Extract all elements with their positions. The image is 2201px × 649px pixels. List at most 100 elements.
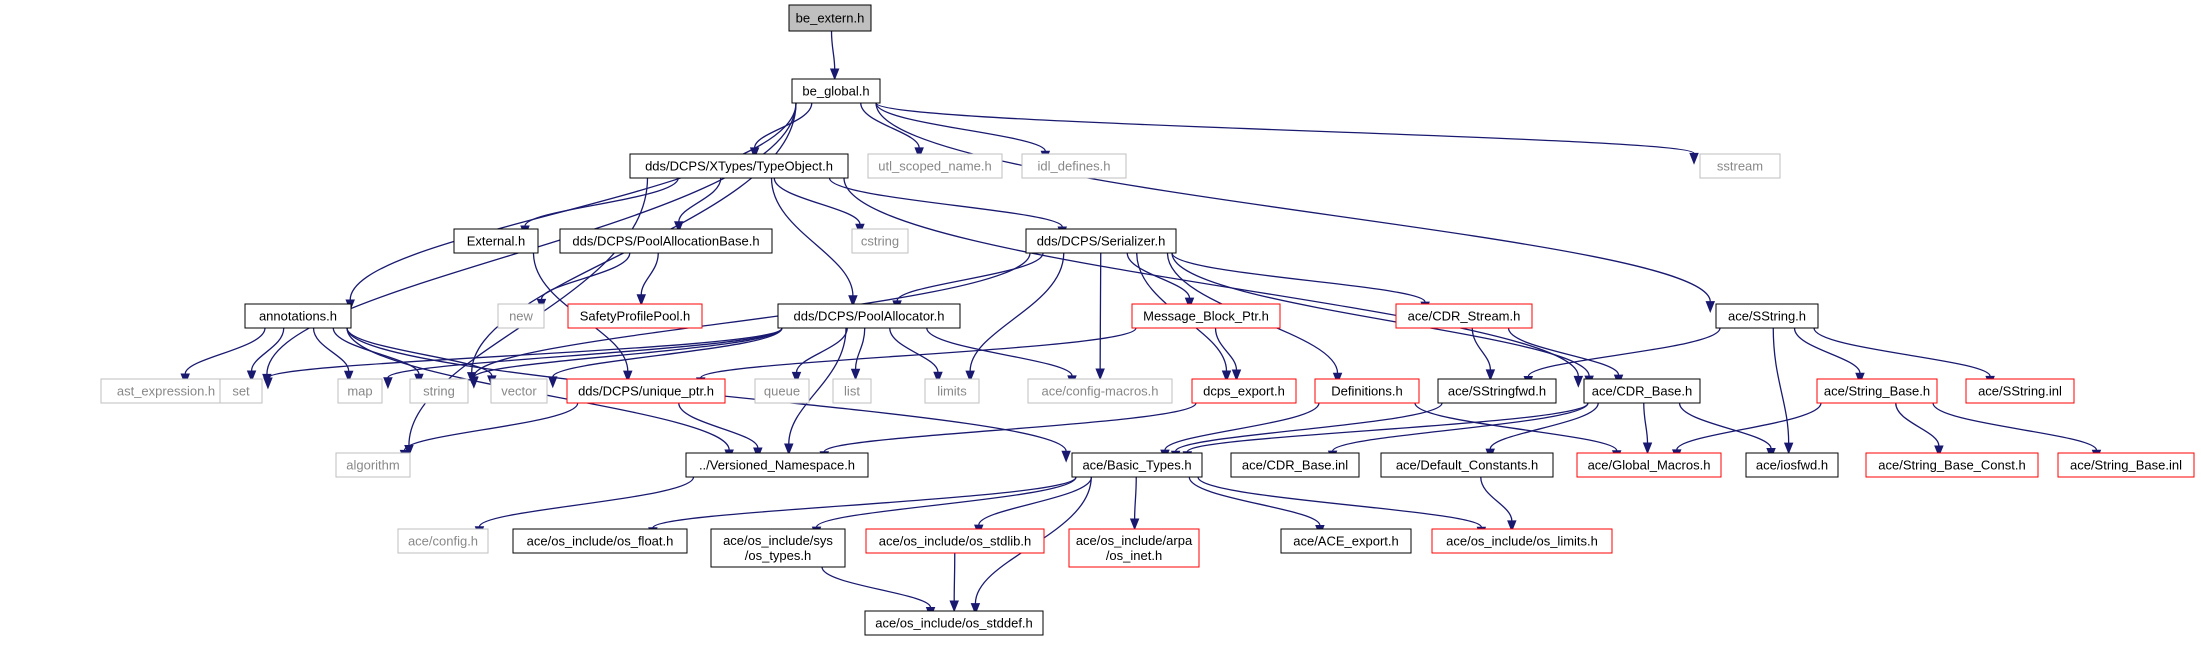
node-label: be_global.h — [802, 84, 869, 99]
edge-poolallocator-to-queue — [791, 327, 848, 384]
edge-cdrbase-to-iosfwd — [1678, 402, 1776, 460]
node-poolallocbase[interactable]: dds/DCPS/PoolAllocationBase.h — [559, 228, 773, 254]
node-label: ../Versioned_Namespace.h — [699, 458, 855, 473]
node-box — [629, 153, 849, 179]
node-sbconst[interactable]: ace/String_Base_Const.h — [1865, 452, 2039, 478]
edge-ostypes-to-osstddef — [821, 566, 936, 619]
edge-serializer-to-configmacros — [1095, 252, 1105, 381]
edge-poolallocator-to-map — [383, 327, 783, 390]
node-new: new — [497, 303, 545, 329]
edge-poolallocator-to-configmacros — [926, 327, 1077, 388]
node-queue: queue — [754, 378, 810, 404]
arrowhead — [949, 600, 959, 613]
node-configmacros: ace/config-macros.h — [1027, 378, 1173, 404]
node-label: ace/os_include/os_float.h — [527, 534, 674, 549]
edge-basictypes-to-osstdlib — [974, 476, 1093, 537]
nodes-layer: be_extern.hbe_global.hdds/DCPS/XTypes/Ty… — [100, 4, 2195, 636]
edge-asstring-to-sstringfwd — [1523, 327, 1721, 388]
node-set: set — [219, 378, 263, 404]
node-label: dds/DCPS/unique_ptr.h — [578, 384, 714, 399]
node-msgblock[interactable]: Message_Block_Ptr.h — [1131, 303, 1281, 329]
edge-uniqueptr-to-algorithm — [399, 402, 579, 462]
arrowhead — [1573, 375, 1584, 388]
node-cdrstream[interactable]: ace/CDR_Stream.h — [1395, 303, 1533, 329]
node-uniqueptr[interactable]: dds/DCPS/unique_ptr.h — [566, 378, 726, 404]
arrowhead — [791, 371, 802, 384]
node-ast_expr: ast_expression.h — [100, 378, 232, 404]
edge-sstringfwd-to-basictypes — [1170, 402, 1443, 463]
node-box — [2057, 452, 2195, 478]
node-osstdlib[interactable]: ace/os_include/os_stdlib.h — [865, 528, 1045, 554]
node-cdrbase[interactable]: ace/CDR_Base.h — [1583, 378, 1701, 404]
node-aceexport[interactable]: ace/ACE_export.h — [1280, 528, 1412, 554]
node-box — [1576, 452, 1722, 478]
node-label: algorithm — [346, 458, 399, 473]
arrowhead — [623, 370, 633, 383]
edge-cdrbase-to-cdrbaseinl — [1327, 402, 1589, 463]
node-box — [851, 228, 909, 254]
edge-typeobject-to-cdrbase — [843, 177, 1584, 388]
edge-be_global-to-asstring — [875, 102, 1716, 314]
edge-serializer-to-poolallocator — [892, 252, 1044, 313]
node-definitions[interactable]: Definitions.h — [1314, 378, 1420, 404]
arrowhead — [848, 295, 858, 308]
node-box — [1131, 303, 1281, 329]
node-asstring[interactable]: ace/SString.h — [1715, 303, 1819, 329]
edge-poolallocator-to-string — [469, 327, 783, 389]
node-label: limits — [937, 384, 967, 399]
arrowhead — [914, 147, 924, 160]
node-label: idl_defines.h — [1038, 159, 1111, 174]
node-label: ace/os_include/arpa — [1076, 533, 1193, 548]
node-sstringfwd[interactable]: ace/SStringfwd.h — [1437, 378, 1557, 404]
node-serializer[interactable]: dds/DCPS/Serializer.h — [1025, 228, 1177, 254]
node-osstddef[interactable]: ace/os_include/os_stddef.h — [864, 610, 1044, 636]
edge-poolallocbase-to-safetypool — [636, 252, 659, 307]
node-box — [865, 528, 1045, 554]
node-box — [1280, 528, 1412, 554]
node-label: dds/DCPS/PoolAllocationBase.h — [572, 234, 759, 249]
node-stringbase[interactable]: ace/String_Base.h — [1816, 378, 1938, 404]
node-annotations[interactable]: annotations.h — [244, 303, 352, 329]
edge-annotations-to-map — [312, 327, 354, 383]
node-label: new — [509, 309, 533, 324]
node-osfloat[interactable]: ace/os_include/os_float.h — [512, 528, 688, 554]
arrowhead — [1485, 369, 1496, 382]
node-external[interactable]: External.h — [453, 228, 539, 254]
arrowhead — [548, 376, 558, 389]
node-cdrbaseinl[interactable]: ace/CDR_Base.inl — [1230, 452, 1360, 478]
node-globalmacros[interactable]: ace/Global_Macros.h — [1576, 452, 1722, 478]
node-label: Definitions.h — [1331, 384, 1403, 399]
node-oslimits[interactable]: ace/os_include/os_limits.h — [1431, 528, 1613, 554]
node-defconst[interactable]: ace/Default_Constants.h — [1380, 452, 1554, 478]
node-label: ace/SString.inl — [1978, 384, 2062, 399]
node-sbinl[interactable]: ace/String_Base.inl — [2057, 452, 2195, 478]
node-label: /os_inet.h — [1106, 548, 1162, 563]
node-vector: vector — [490, 378, 548, 404]
node-label: vector — [501, 384, 537, 399]
edge-definitions-to-globalmacros — [1414, 402, 1622, 463]
node-dcpsexport[interactable]: dcps_export.h — [1191, 378, 1297, 404]
node-poolallocator[interactable]: dds/DCPS/PoolAllocator.h — [777, 303, 961, 329]
node-basictypes[interactable]: ace/Basic_Types.h — [1071, 452, 1203, 478]
node-iosfwd[interactable]: ace/iosfwd.h — [1745, 452, 1839, 478]
node-box — [219, 378, 263, 404]
arrowhead — [1855, 372, 1865, 385]
node-label: string — [423, 384, 455, 399]
node-ostypes[interactable]: ace/os_include/sys/os_types.h — [710, 528, 846, 568]
node-label: ace/SString.h — [1728, 309, 1806, 324]
node-box — [1437, 378, 1557, 404]
node-be_global[interactable]: be_global.h — [791, 78, 881, 104]
node-versioned[interactable]: ../Versioned_Namespace.h — [685, 452, 869, 478]
node-typeobject[interactable]: dds/DCPS/XTypes/TypeObject.h — [629, 153, 849, 179]
edge-stringbase-to-globalmacros — [1672, 402, 1822, 462]
node-label: ace/os_include/os_stdlib.h — [879, 534, 1032, 549]
arrowhead — [636, 294, 646, 307]
node-box — [832, 378, 872, 404]
node-label: ace/os_include/sys — [723, 533, 833, 548]
arrowhead — [850, 368, 861, 381]
node-osinet[interactable]: ace/os_include/arpa/os_inet.h — [1068, 528, 1200, 568]
node-sstringinl[interactable]: ace/SString.inl — [1965, 378, 2075, 404]
node-label: ace/Default_Constants.h — [1396, 458, 1538, 473]
node-safetypool[interactable]: SafetyProfilePool.h — [567, 303, 703, 329]
